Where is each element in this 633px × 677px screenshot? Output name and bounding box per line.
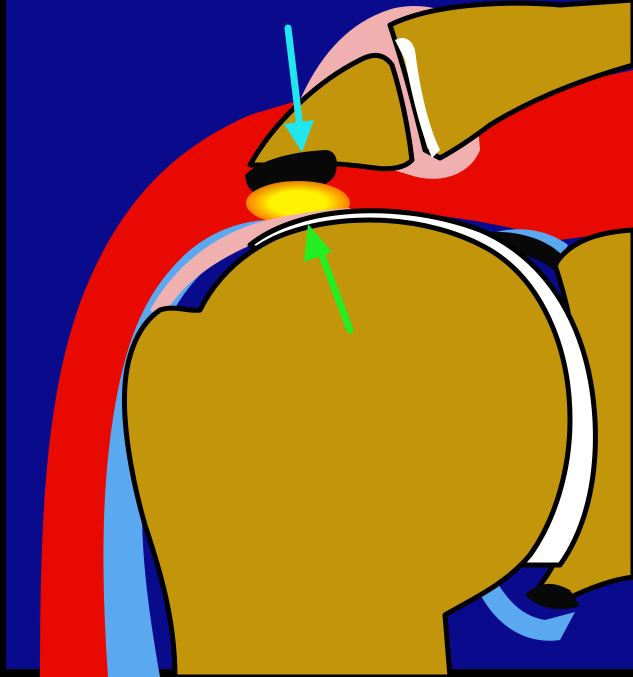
frame-left-edge [0, 0, 6, 677]
